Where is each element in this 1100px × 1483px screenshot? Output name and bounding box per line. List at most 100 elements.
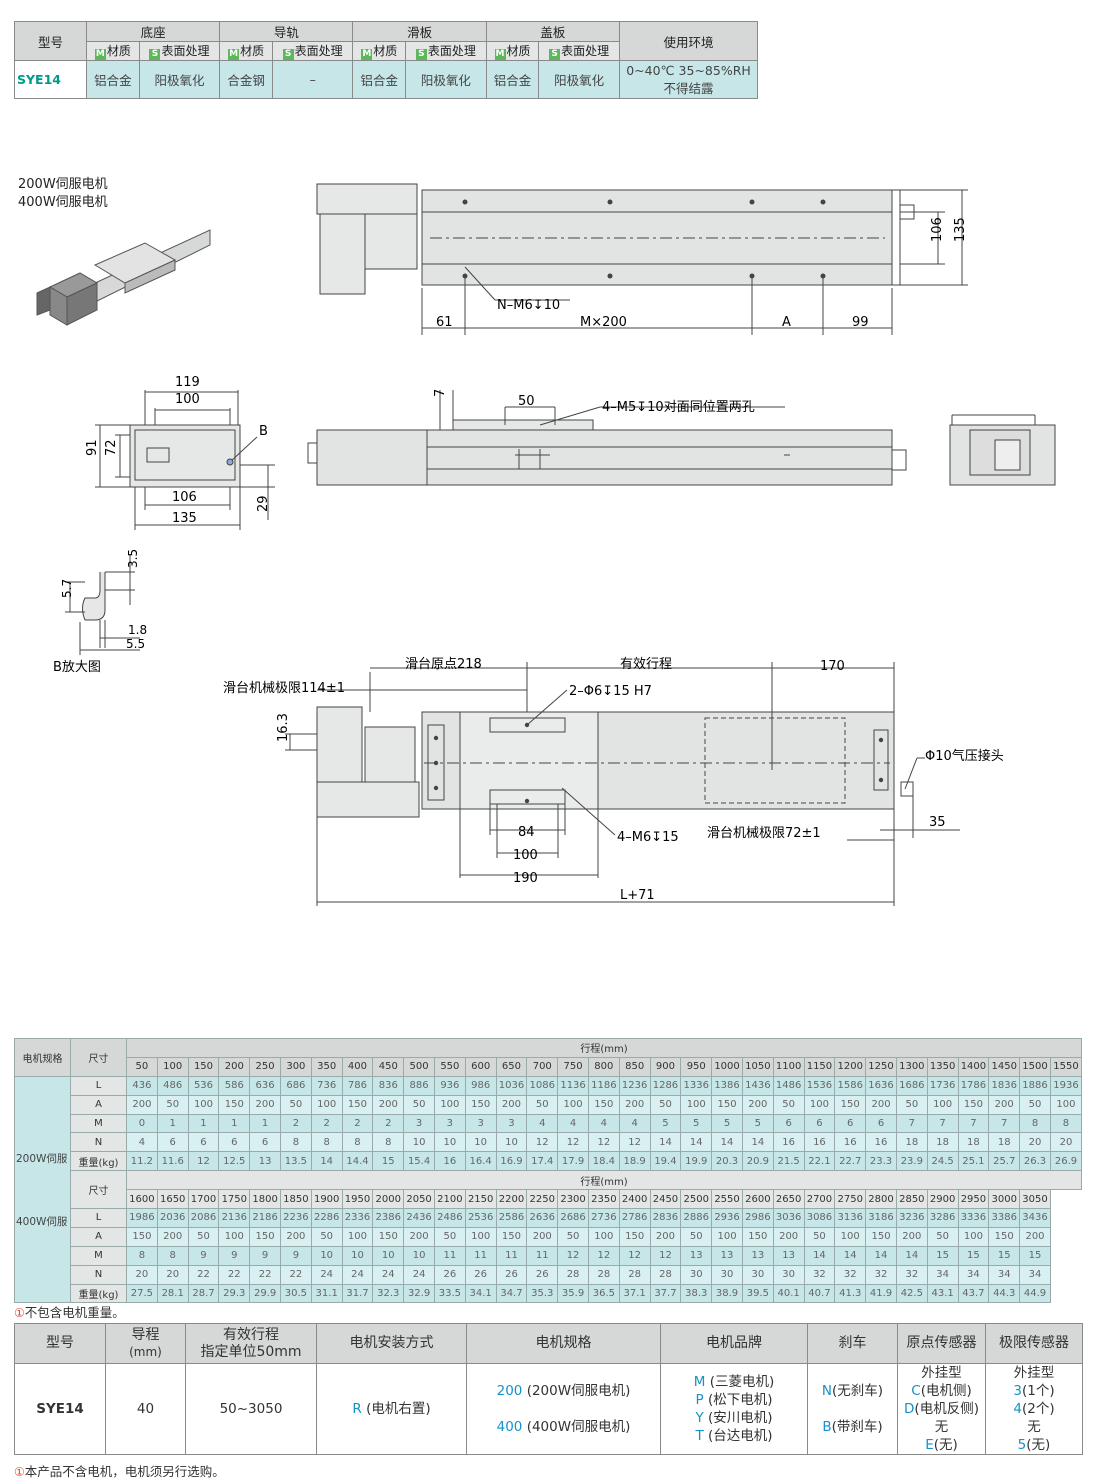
alert-icon: ①	[14, 1306, 25, 1320]
dim-135: 135	[172, 511, 197, 526]
weight-cell: 26.9	[1049, 1151, 1083, 1172]
stroke-header-cell: 700	[526, 1056, 559, 1077]
dim-cell: 14	[803, 1245, 836, 1266]
stroke-header-cell: 2600	[741, 1189, 774, 1210]
dim-cell: 2486	[433, 1208, 466, 1228]
dim-cell: 20	[1019, 1132, 1051, 1153]
dim-cell: 24	[403, 1264, 435, 1285]
dim-cell: 8	[341, 1132, 374, 1153]
dim-cell: 200	[495, 1094, 528, 1115]
stroke-header-cell: 2400	[618, 1189, 651, 1210]
spec-value: 合金钢	[219, 60, 273, 99]
dim-cell: 50	[895, 1094, 928, 1115]
dim-cell: 100	[711, 1226, 743, 1247]
motor-label: 200W伺服电机 400W伺服电机	[18, 177, 108, 210]
stroke-header-cell: 200	[218, 1056, 251, 1077]
dim-cell: 10	[433, 1132, 466, 1153]
dim-cell: 7	[926, 1113, 959, 1134]
stroke-header-cell: 1600	[126, 1189, 158, 1210]
dim-cell: 150	[372, 1226, 405, 1247]
weight-cell: 35.9	[557, 1283, 589, 1304]
weight-cell: 41.3	[834, 1283, 867, 1304]
weight-cell: 37.1	[618, 1283, 651, 1304]
dim-cell: 200	[372, 1094, 405, 1115]
dim-cell: 9	[249, 1245, 281, 1266]
weight-cell: 43.7	[957, 1283, 990, 1304]
dim-cell: 1536	[803, 1075, 836, 1096]
dim-cell: 4	[526, 1113, 559, 1134]
weight-cell: 33.5	[433, 1283, 466, 1304]
dim-cell: 50	[772, 1094, 805, 1115]
weight-cell: 40.1	[772, 1283, 805, 1304]
dim-cell: 18	[926, 1132, 959, 1153]
weight-cell: 43.1	[926, 1283, 959, 1304]
dim-cell: 200	[403, 1226, 435, 1247]
row-label-l: L	[70, 1075, 127, 1096]
dim-cell: 13	[772, 1245, 805, 1266]
weight-cell: 29.3	[218, 1283, 251, 1304]
dim-cell: 200	[772, 1226, 805, 1247]
dim-cell: 886	[403, 1075, 435, 1096]
weight-cell: 13.5	[279, 1151, 312, 1172]
limit-sensor-value: 外挂型 3(1个) 4(2个) 无 5(无)	[985, 1363, 1083, 1455]
dim-cell: 1986	[126, 1208, 158, 1228]
model-value: SYE14	[14, 60, 87, 99]
dim-cell: 12	[587, 1132, 620, 1153]
dim-cell: 14	[680, 1132, 713, 1153]
stroke-header-cell: 1700	[187, 1189, 220, 1210]
motor-brand-header: 电机品牌	[660, 1323, 808, 1364]
dim-cell: 150	[126, 1226, 158, 1247]
stroke-layout-drawing: 滑台原点218 有效行程 170 滑台机械极限114±1 2–Φ6↧15 H7 …	[223, 657, 1004, 906]
stroke-header-cell: 1500	[1019, 1056, 1051, 1077]
dim-cell: 22	[187, 1264, 220, 1285]
dim-cell: 200	[988, 1094, 1021, 1115]
dim-cell: 6	[803, 1113, 836, 1134]
dim-cell: 50	[557, 1226, 589, 1247]
dim-cell: 2	[341, 1113, 374, 1134]
stroke-header-cell: 2000	[372, 1189, 405, 1210]
dim-cell: 14	[895, 1245, 928, 1266]
dim-cell: 34	[1019, 1264, 1051, 1285]
stroke-header-cell: 100	[156, 1056, 189, 1077]
dim-cell: 14	[649, 1132, 682, 1153]
weight-cell: 28.7	[187, 1283, 220, 1304]
dim-cell: 150	[464, 1094, 497, 1115]
dim-cell: 8	[1019, 1113, 1051, 1134]
motor-spec-header: 电机规格	[466, 1323, 661, 1364]
limit-left-label: 滑台机械极限114±1	[223, 681, 345, 696]
dim-cell: 10	[464, 1132, 497, 1153]
weight-cell: 18.9	[618, 1151, 651, 1172]
hole-callout: 2–Φ6↧15 H7	[569, 684, 652, 699]
dim-cell: 8	[126, 1245, 158, 1266]
lead-header: 导程(mm)	[105, 1323, 186, 1364]
dim-cell: 100	[433, 1094, 466, 1115]
weight-cell: 28.1	[156, 1283, 189, 1304]
weight-cell: 13	[249, 1151, 281, 1172]
weight-cell: 19.9	[680, 1151, 713, 1172]
dim-cell: 1386	[711, 1075, 743, 1096]
motor-spec-value: 200 (200W伺服电机) 400 (400W伺服电机)	[466, 1363, 661, 1455]
dim-cell: 200	[279, 1226, 312, 1247]
dim-106: 106	[172, 490, 197, 505]
dim-cell: 3136	[834, 1208, 867, 1228]
air-fitting-label: Φ10气压接头	[925, 748, 1004, 764]
weight-cell: 17.4	[526, 1151, 559, 1172]
dim-cell: 12	[557, 1132, 589, 1153]
dim-cell: 150	[741, 1226, 774, 1247]
weight-note: ①不包含电机重量。	[14, 1305, 125, 1320]
row-label-weight: 重量(kg)	[70, 1151, 127, 1172]
dim-cell: 8	[372, 1132, 405, 1153]
dim-cell: 100	[218, 1226, 251, 1247]
dim-cell: 150	[218, 1094, 251, 1115]
dim-cell: 14	[741, 1132, 774, 1153]
weight-cell: 23.3	[865, 1151, 897, 1172]
weight-cell: 38.9	[711, 1283, 743, 1304]
top-view-drawing: 106 135 61 M×200 A 99 N–M6↧10	[316, 183, 968, 335]
dim-cell: 686	[279, 1075, 312, 1096]
dim-cell: 2	[310, 1113, 343, 1134]
dim-cell: 18	[957, 1132, 990, 1153]
dim-m200: M×200	[580, 315, 627, 330]
